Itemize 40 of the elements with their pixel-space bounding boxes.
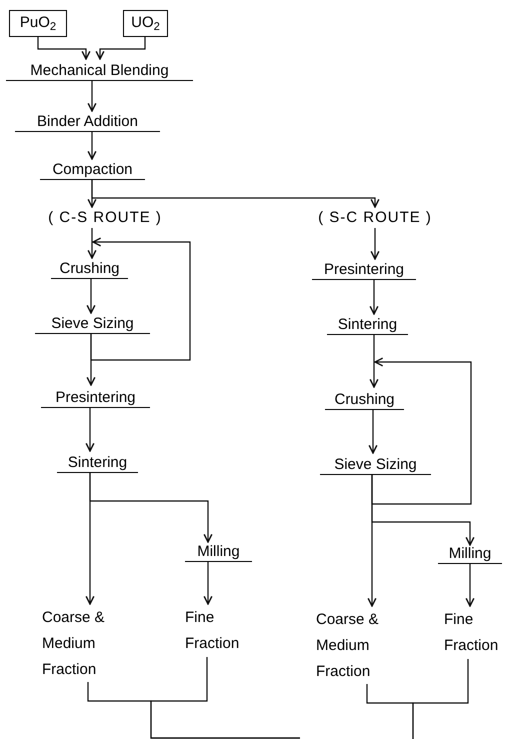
flow-arrow: [37, 37, 91, 60]
flow-arrow: [85, 408, 95, 452]
process-step: Mechanical Blending: [6, 60, 193, 81]
flow-arrow: [465, 564, 475, 607]
process-step: Sintering: [327, 315, 408, 335]
product-label: Coarse & Medium Fraction: [316, 607, 416, 682]
flow-arrow: [89, 473, 213, 543]
flow-arrow: [203, 562, 213, 605]
flow-arrow: [368, 410, 378, 454]
process-step: Sintering: [57, 452, 138, 473]
product-label: Coarse & Medium Fraction: [42, 605, 142, 680]
flow-arrow: [371, 357, 472, 505]
product-label: Fine Fraction: [444, 607, 516, 657]
flow-arrow: [91, 180, 380, 208]
flow-arrow: [369, 280, 379, 315]
process-step: Sieve Sizing: [320, 454, 431, 475]
flow-arrow: [90, 237, 191, 361]
process-step: Binder Addition: [15, 112, 160, 132]
material-box: PuO$_{2}$: [9, 10, 67, 37]
flow-arrow: [95, 37, 146, 60]
process-step: Milling: [438, 546, 502, 564]
process-step: Presintering: [312, 260, 416, 280]
flow-arrow: [87, 132, 97, 160]
product-label: Fine Fraction: [185, 605, 265, 655]
flow-arrow: [371, 475, 475, 546]
flow-arrow: [370, 228, 380, 260]
flow-arrow: [87, 81, 97, 112]
flow-arrow: [86, 279, 96, 314]
process-step: Crushing: [51, 259, 128, 279]
route-heading: ( C-S ROUTE ): [38, 208, 172, 228]
material-box: UO$_{2}$: [123, 10, 168, 37]
process-step: Presintering: [41, 386, 150, 408]
flow-arrow: [86, 334, 96, 386]
process-step: Compaction: [40, 160, 145, 180]
route-heading: ( S-C ROUTE ): [310, 208, 440, 228]
flow-arrow: [87, 228, 97, 259]
process-step: Crushing: [325, 388, 404, 410]
process-step: Sieve Sizing: [35, 314, 150, 334]
process-step: Milling: [185, 543, 252, 562]
flow-arrow: [369, 335, 379, 388]
